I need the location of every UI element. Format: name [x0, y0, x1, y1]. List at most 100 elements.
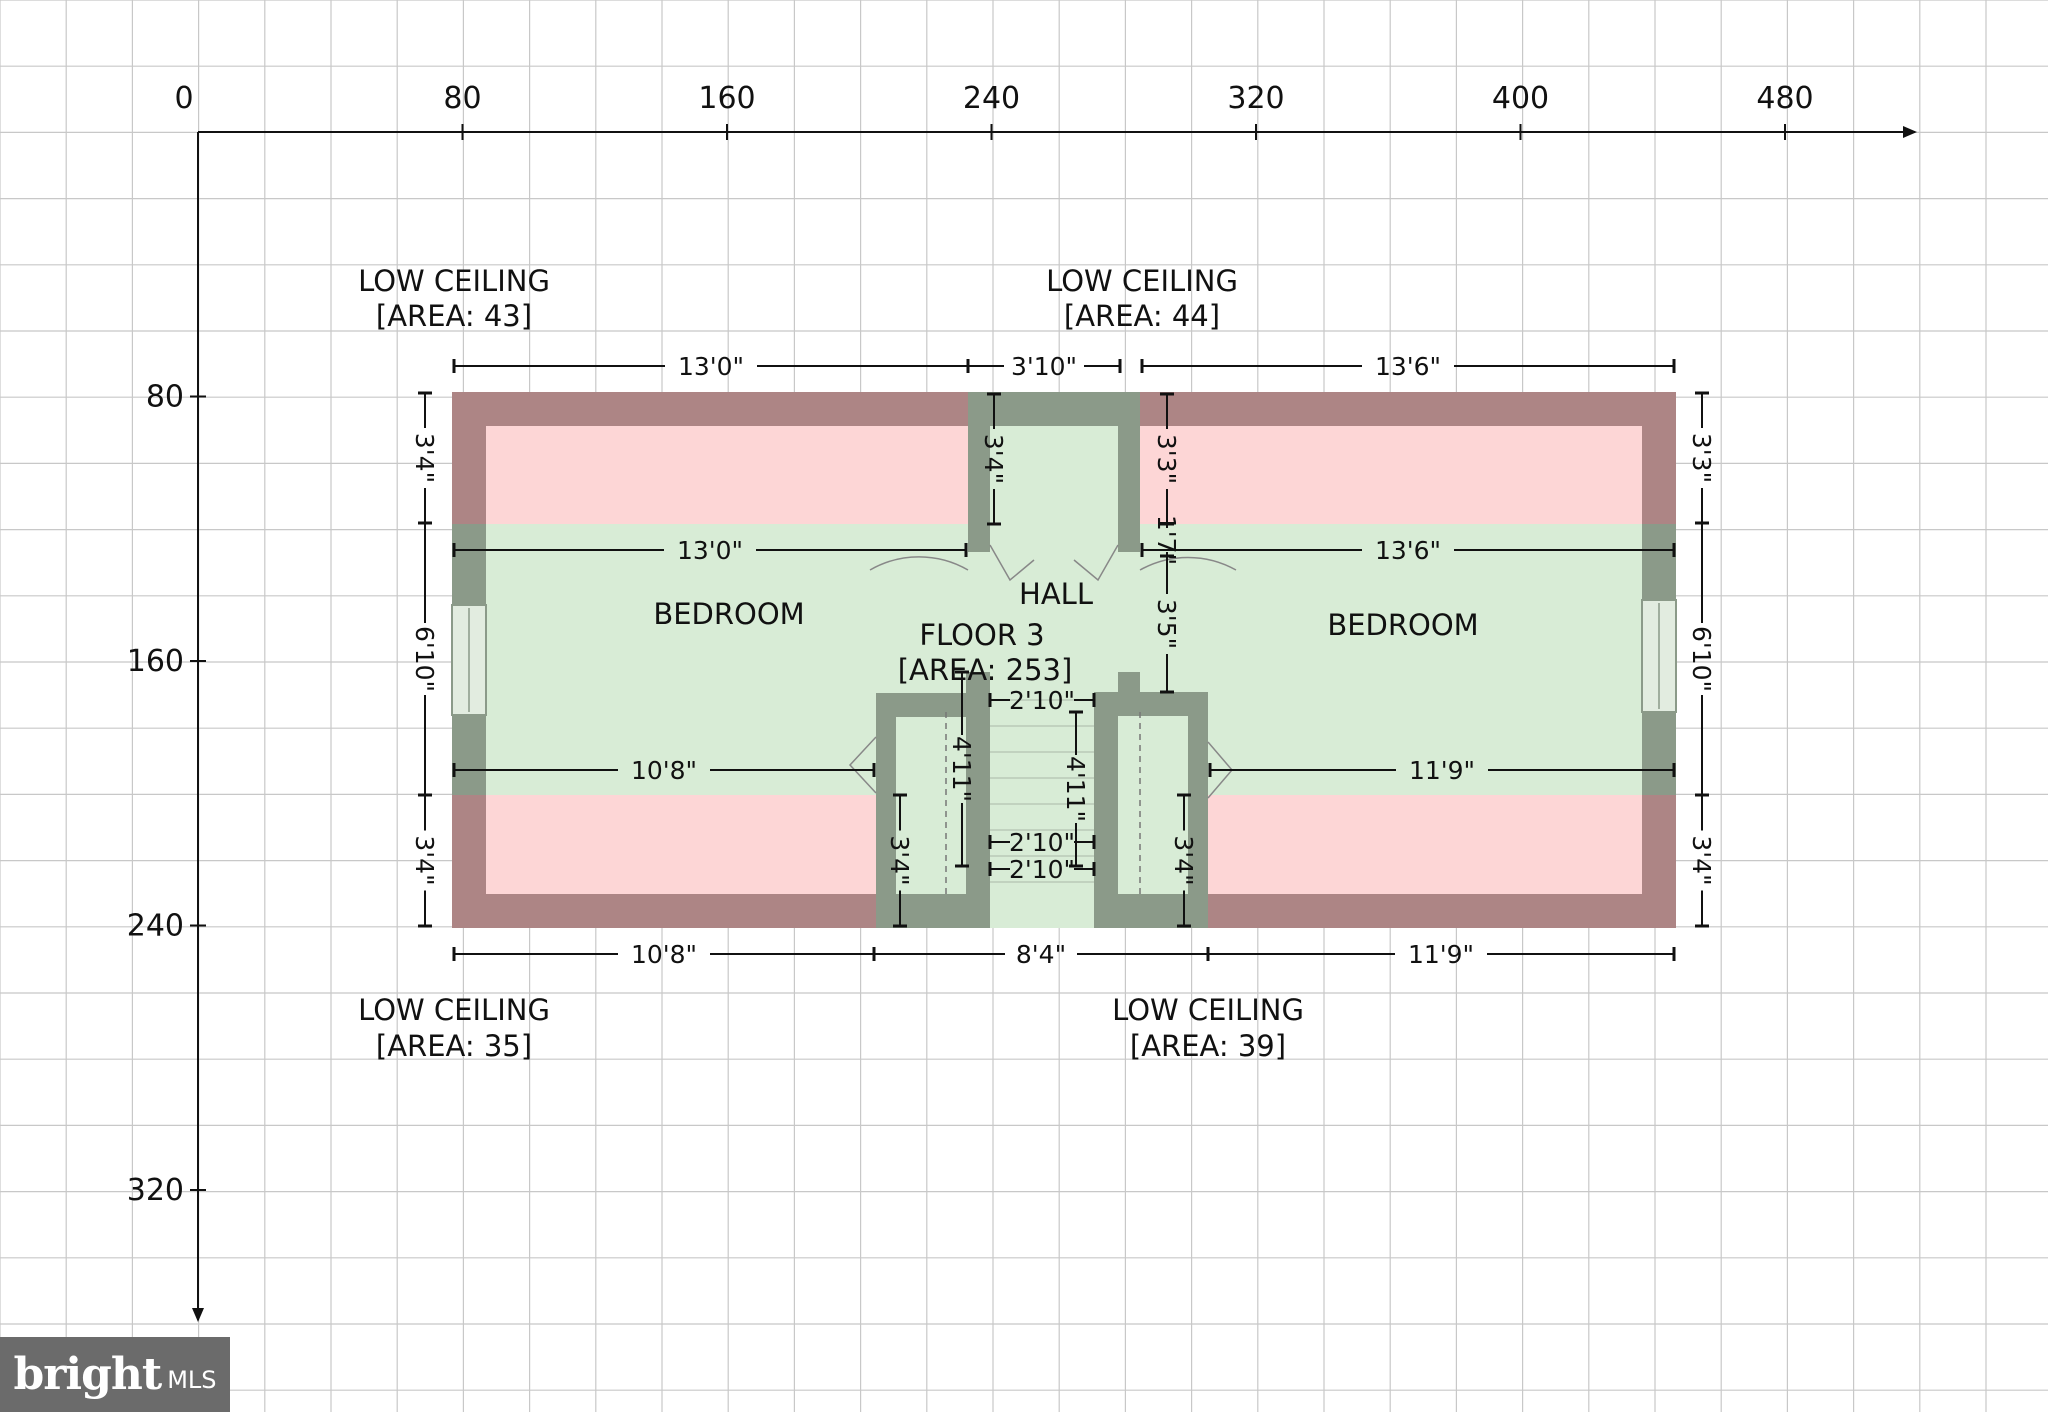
x-tick-label: 160 — [698, 81, 755, 116]
dim-stair_left_bot: 3'4" — [885, 793, 914, 928]
bright-mls-logo: bright MLS — [0, 1337, 230, 1412]
dim-stair_left: 4'11" — [947, 670, 976, 868]
dim-label: 2'10" — [1009, 686, 1075, 715]
low-ceiling-area-4: [AREA: 39] — [1130, 1029, 1286, 1063]
dim-label: 11'9" — [1408, 940, 1474, 969]
dim-label: 4'11" — [1061, 756, 1090, 822]
low-ceiling-label-2: LOW CEILING — [1046, 264, 1238, 298]
low-ceiling-bottom-left-fill — [486, 795, 876, 894]
dim-stair_right: 4'11" — [1061, 710, 1090, 868]
dim-label: 3'4" — [1687, 835, 1716, 885]
bedroom-left-label: BEDROOM — [653, 597, 804, 631]
x-tick-label: 240 — [963, 81, 1020, 116]
dim-mid_left: 10'8" — [452, 756, 876, 785]
dim-right_bot: 3'4" — [1687, 793, 1716, 928]
dim-inner_left: 13'0" — [452, 536, 968, 565]
stair-closet-left — [896, 712, 966, 894]
dim-label: 4'11" — [947, 736, 976, 802]
hall-right-post — [1118, 672, 1140, 696]
dim-label: 13'0" — [677, 536, 743, 565]
low-ceiling-area-1: [AREA: 43] — [376, 299, 532, 333]
dim-bottom_mid: 8'4" — [872, 940, 1210, 969]
logo-brand: bright — [13, 1349, 162, 1400]
bedroom-right-label: BEDROOM — [1327, 608, 1478, 642]
y-tick-label: 160 — [127, 644, 184, 679]
dim-stair_top: 2'10" — [988, 686, 1096, 715]
dim-label: 8'4" — [1016, 940, 1066, 969]
dim-bottom_left: 10'8" — [452, 940, 876, 969]
y-tick-label: 80 — [146, 380, 184, 415]
dim-label: 3'5" — [1152, 599, 1181, 649]
y-tick-label: 320 — [127, 1173, 184, 1208]
dim-label: 6'10" — [1687, 626, 1716, 692]
left-closet-door — [848, 736, 877, 794]
dim-stair_low1: 2'10" — [988, 828, 1096, 857]
x-tick-label: 480 — [1756, 81, 1813, 116]
floor-label: FLOOR 3 — [919, 618, 1044, 652]
stair-closet-right — [1118, 712, 1188, 894]
dim-left_top: 3'4" — [410, 391, 439, 525]
right-door-swing — [1139, 556, 1237, 571]
dim-hall_right_mid: 3'5" — [1152, 554, 1181, 694]
hall-label: HALL — [1019, 577, 1093, 611]
dim-label: 3'4" — [979, 434, 1008, 484]
dim-label: 3'3" — [1687, 433, 1716, 483]
dim-label: 10'8" — [631, 756, 697, 785]
dim-label: 13'0" — [678, 352, 744, 381]
dim-label: 2'10" — [1009, 855, 1075, 884]
dim-label: 13'6" — [1375, 352, 1441, 381]
low-ceiling-area-2: [AREA: 44] — [1064, 299, 1220, 333]
stair-right-wall — [1094, 692, 1118, 904]
dim-stair_low2: 2'10" — [988, 855, 1096, 884]
dim-top_mid: 3'10" — [966, 352, 1122, 381]
floor-3-area — [451, 392, 1677, 928]
dim-top_left: 13'0" — [452, 352, 970, 381]
dim-bottom_right: 11'9" — [1206, 940, 1676, 969]
dim-label: 2'10" — [1009, 828, 1075, 857]
dim-left_mid: 6'10" — [410, 521, 439, 797]
x-tick-label: 400 — [1492, 81, 1549, 116]
floor-area: [AREA: 253] — [898, 653, 1073, 687]
dim-left_bot: 3'4" — [410, 793, 439, 928]
dim-stair_right_bot: 3'4" — [1169, 793, 1198, 928]
dim-label: 3'4" — [410, 433, 439, 483]
dim-label: 3'4" — [410, 835, 439, 885]
x-tick-label: 320 — [1227, 81, 1284, 116]
left-door-swing — [869, 556, 969, 571]
dim-label: 13'6" — [1375, 536, 1441, 565]
dim-mid_right: 11'9" — [1208, 756, 1676, 785]
dim-label: 3'4" — [885, 835, 914, 885]
dim-top_right: 13'6" — [1140, 352, 1676, 381]
low-ceiling-label-3: LOW CEILING — [358, 993, 550, 1027]
dim-right_mid: 6'10" — [1687, 521, 1716, 797]
stair-left-wall — [966, 672, 990, 904]
dimension-lines: 13'0" 3'10" 13'6" 13'0" 13'6" 10'8" 11'9" 10'8"… — [410, 352, 1716, 969]
low-ceiling-zones — [452, 392, 1676, 928]
dim-label: 3'10" — [1011, 352, 1077, 381]
dim-right_top: 3'3" — [1687, 391, 1716, 525]
hall-door-swings — [989, 544, 1119, 582]
low-ceiling-label-4: LOW CEILING — [1112, 993, 1304, 1027]
dim-label: 3'4" — [1169, 835, 1198, 885]
low-ceiling-area-3: [AREA: 35] — [376, 1029, 532, 1063]
y-tick-label: 240 — [127, 909, 184, 944]
dim-inner_right: 13'6" — [1140, 536, 1676, 565]
stair-left-top-wall — [876, 693, 966, 717]
logo-suffix: MLS — [167, 1365, 217, 1394]
dim-label: 10'8" — [631, 940, 697, 969]
dim-hall_left_top: 3'4" — [979, 392, 1008, 526]
dim-label: 6'10" — [410, 626, 439, 692]
low-ceiling-label-1: LOW CEILING — [358, 264, 550, 298]
dim-label: 3'3" — [1152, 434, 1181, 484]
hall-floor — [990, 426, 1118, 572]
room-labels: LOW CEILING [AREA: 43] LOW CEILING [AREA… — [358, 264, 1479, 1063]
low-ceiling-top-left-fill — [486, 426, 968, 524]
low-ceiling-bottom-right-fill — [1208, 795, 1642, 894]
low-ceiling-top-right-fill — [1140, 426, 1642, 524]
stair-right-top-wall — [1094, 692, 1208, 716]
dim-label: 11'9" — [1409, 756, 1475, 785]
x-tick-label: 80 — [443, 81, 481, 116]
